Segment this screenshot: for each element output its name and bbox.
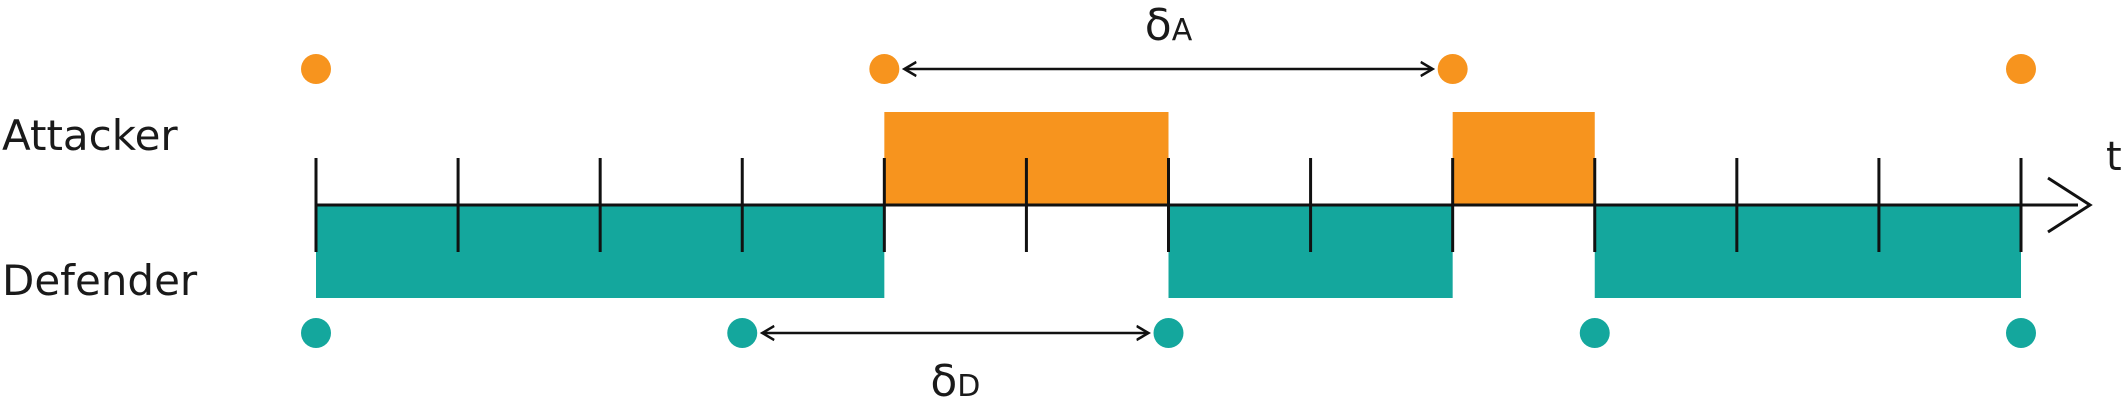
attacker-move-dot: [869, 54, 900, 84]
attacker-row-label: Attacker: [2, 111, 178, 160]
defender-move-markers: [301, 318, 2036, 348]
defender-move-dot: [1579, 318, 1610, 348]
attacker-period-label: δA: [1145, 0, 1193, 51]
attacker-move-dot: [2006, 54, 2036, 84]
defender-move-dot: [301, 318, 331, 348]
attacker-control-periods: [884, 112, 1595, 205]
defender-move-dot: [727, 318, 758, 348]
time-ticks: [314, 158, 2023, 252]
attacker-move-dot: [1437, 54, 1468, 84]
attacker-move-markers: [301, 54, 2036, 84]
defender-row-label: Defender: [2, 256, 198, 305]
defender-period-label: δD: [930, 356, 980, 407]
attacker-control-block: [1452, 112, 1595, 205]
attacker-move-dot: [301, 54, 331, 84]
defender-move-dot: [2006, 318, 2036, 348]
defender-control-block: [1594, 205, 2021, 298]
defender-move-dot: [1153, 318, 1184, 348]
time-axis-arrowhead: [2047, 176, 2093, 234]
time-axis-label: t: [2106, 134, 2122, 180]
